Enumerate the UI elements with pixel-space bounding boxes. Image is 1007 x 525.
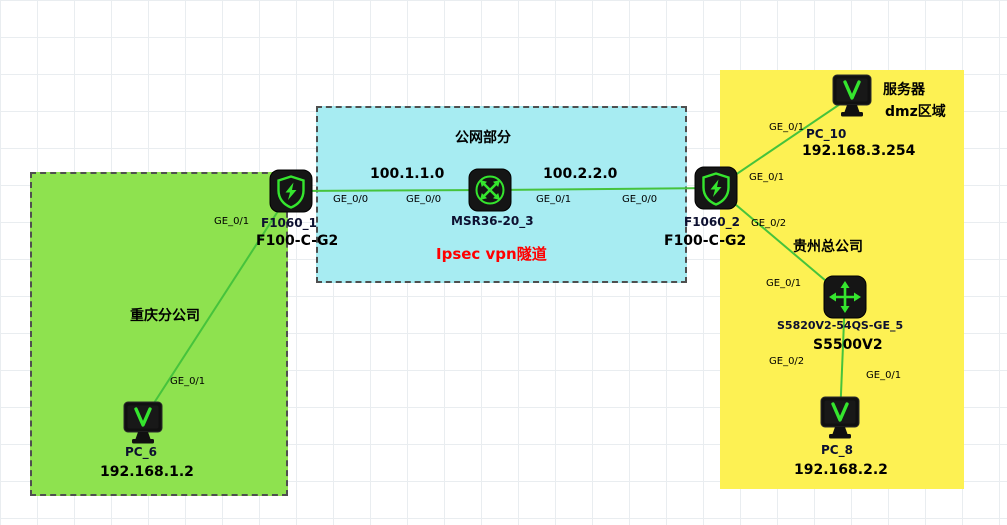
firewall-icon — [269, 169, 313, 213]
port-label: GE_0/2 — [751, 218, 787, 229]
device-name-label: F1060_2 — [684, 215, 740, 229]
ipsec-tunnel-label: Ipsec vpn隧道 — [436, 245, 547, 263]
network-label-right: 100.2.2.0 — [543, 166, 618, 182]
pc-icon — [119, 399, 167, 447]
port-label: GE_0/1 — [749, 172, 785, 183]
device-model-label: F100-C-G2 — [664, 233, 747, 249]
region-title-chongqing: 重庆分公司 — [130, 308, 200, 324]
device-ip-label: 192.168.2.2 — [794, 462, 888, 478]
port-label: GE_0/0 — [333, 194, 369, 205]
pc-icon — [816, 394, 864, 442]
device-s5820v2-switch[interactable] — [823, 275, 867, 319]
device-model-label: F100-C-G2 — [256, 233, 339, 249]
dmz-label: dmz区域 — [885, 104, 946, 120]
device-ip-label: 192.168.3.254 — [802, 143, 916, 159]
port-label: GE_0/1 — [866, 370, 902, 381]
device-name-label: PC_6 — [125, 445, 157, 459]
link-fw2-pc10[interactable] — [715, 95, 853, 189]
pc-icon — [828, 72, 876, 120]
firewall-icon — [694, 166, 738, 210]
router-icon — [468, 168, 512, 212]
region-title-public: 公网部分 — [455, 130, 511, 146]
link-fw1-router[interactable] — [290, 189, 491, 192]
network-label-left: 100.1.1.0 — [370, 166, 445, 182]
device-ip-label: 192.168.1.2 — [100, 464, 194, 480]
port-label: GE_0/1 — [170, 376, 206, 387]
device-name-label: PC_10 — [806, 127, 847, 141]
region-title-guizhou: 贵州总公司 — [793, 239, 863, 255]
device-name-label: PC_8 — [821, 443, 853, 457]
link-router-fw2[interactable] — [489, 187, 717, 191]
port-label: GE_0/0 — [622, 194, 658, 205]
server-label: 服务器 — [883, 82, 925, 98]
port-label: GE_0/1 — [214, 216, 250, 227]
device-name-label: S5820V2-54QS-GE_5 — [777, 319, 904, 332]
link-fw2-switch[interactable] — [715, 187, 846, 298]
switch-icon — [823, 275, 867, 319]
port-label: GE_0/1 — [766, 278, 802, 289]
device-pc-10[interactable] — [828, 72, 876, 120]
device-pc-6[interactable] — [119, 399, 167, 447]
link-pc6-fw1[interactable] — [142, 190, 292, 421]
port-label: GE_0/0 — [406, 194, 442, 205]
port-label: GE_0/1 — [769, 122, 805, 133]
device-f1060-1[interactable] — [269, 169, 313, 213]
device-model-label: S5500V2 — [813, 337, 883, 353]
device-name-label: F1060_1 — [261, 216, 317, 230]
region-chongqing-branch[interactable] — [30, 172, 288, 496]
device-name-label: MSR36-20_3 — [451, 214, 534, 228]
device-f1060-2[interactable] — [694, 166, 738, 210]
port-label: GE_0/1 — [536, 194, 572, 205]
device-pc-8[interactable] — [816, 394, 864, 442]
port-label: GE_0/2 — [769, 356, 805, 367]
device-msr36-20-3[interactable] — [468, 168, 512, 212]
